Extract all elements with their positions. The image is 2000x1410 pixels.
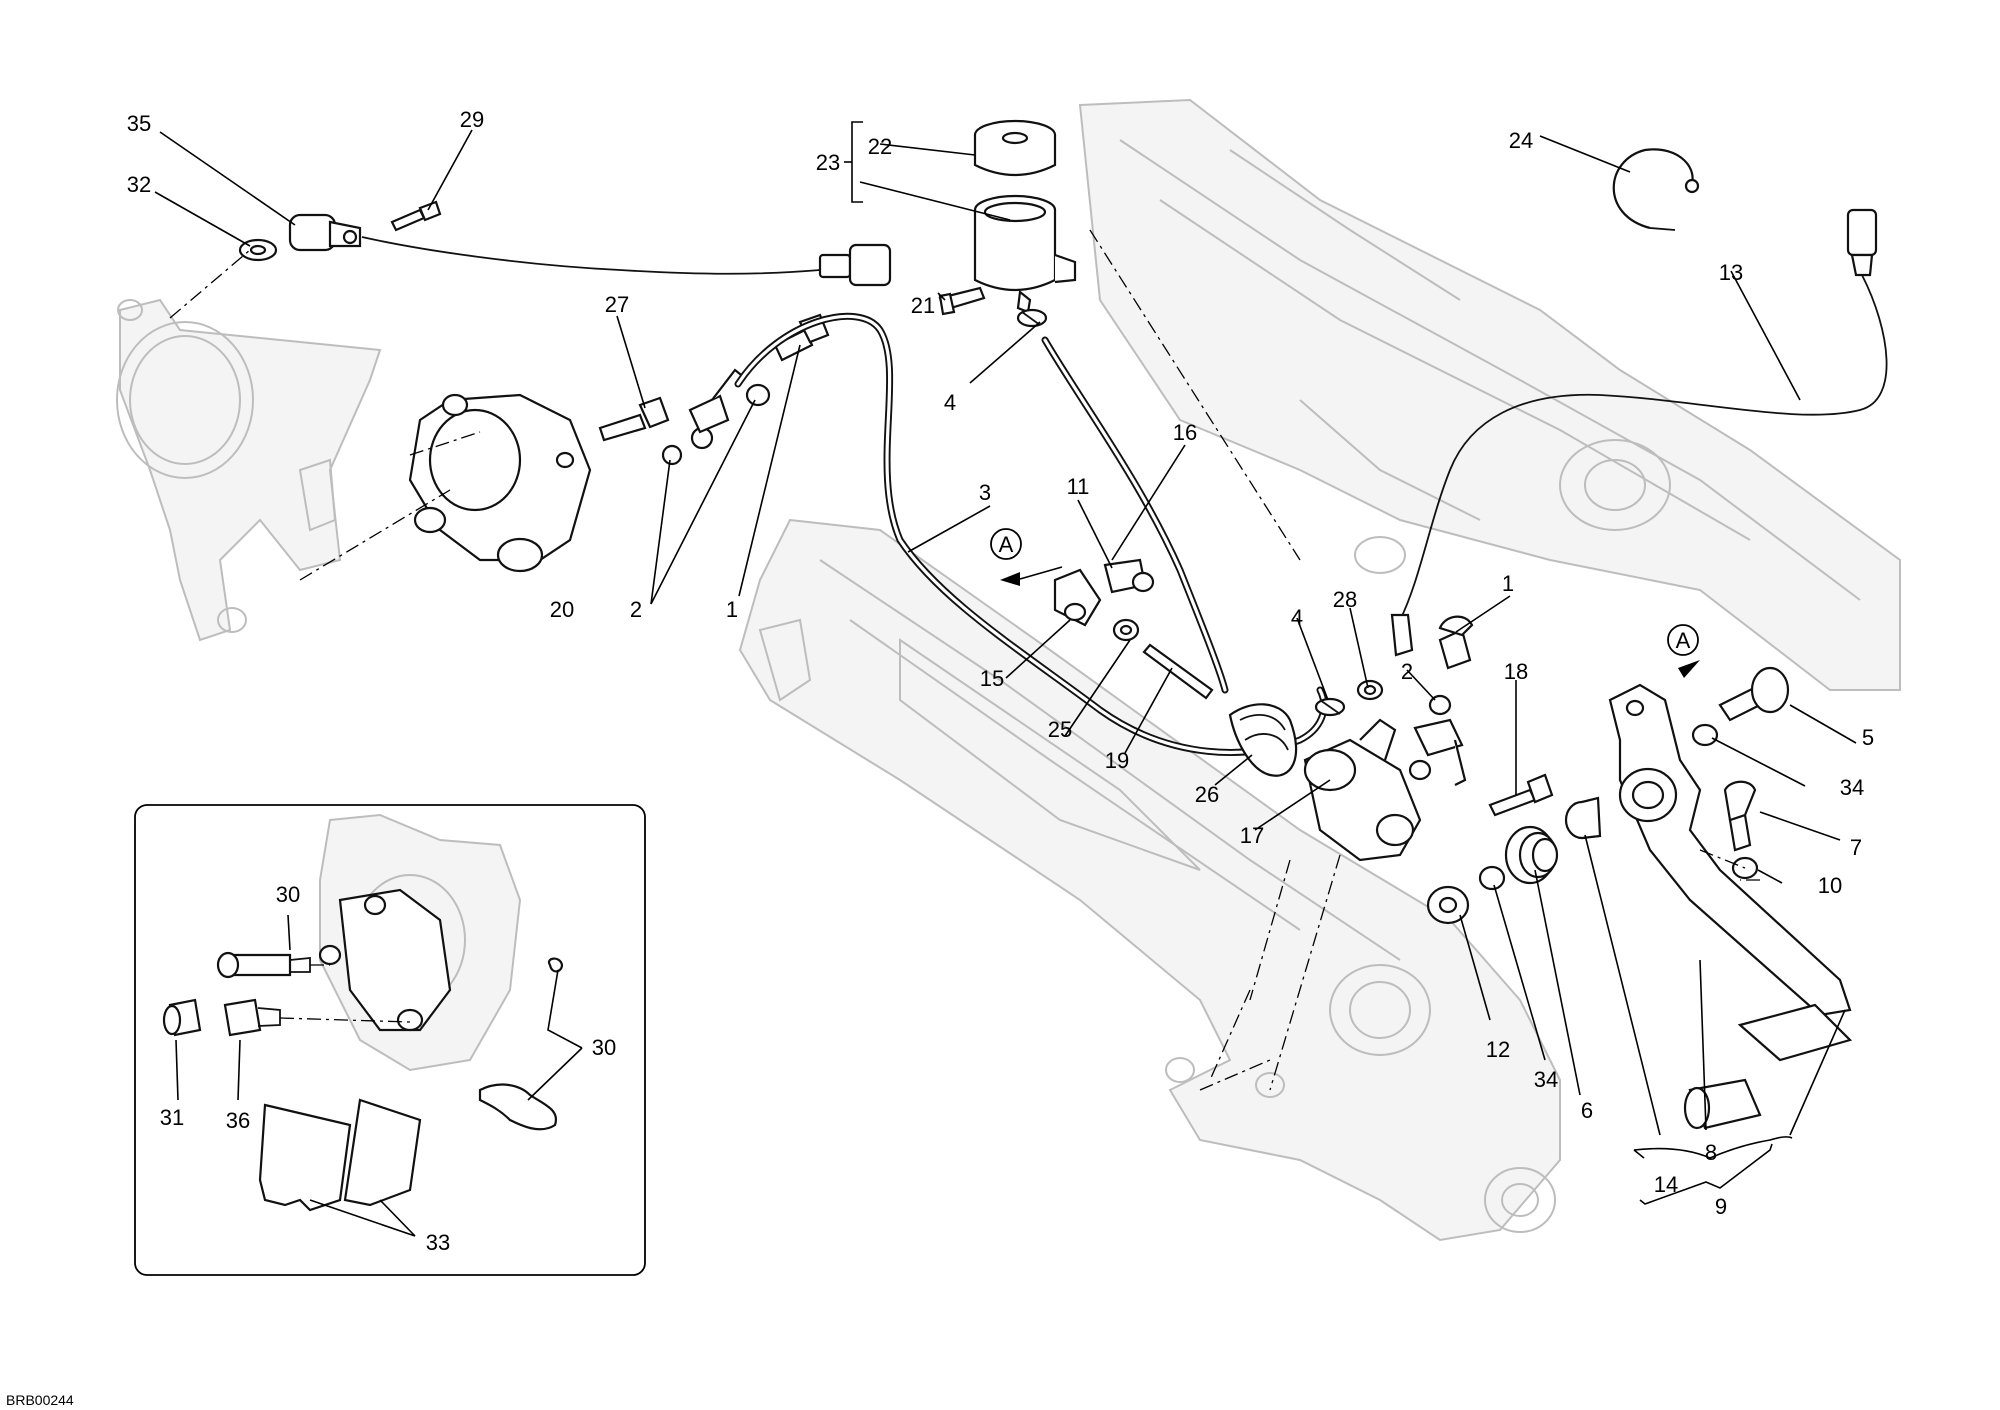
inset-detail-box (134, 804, 646, 1276)
washer-part-12 (1426, 885, 1470, 925)
callout-4-lower: 4 (1291, 605, 1303, 630)
callout-12: 12 (1486, 1037, 1510, 1062)
callout-25: 25 (1048, 717, 1072, 742)
callout-15: 15 (980, 666, 1004, 691)
clamp-part-4-upper (1016, 308, 1048, 328)
callout-27: 27 (605, 292, 629, 317)
callout-20: 20 (550, 597, 574, 622)
reservoir-cap-part-22 (973, 119, 1057, 177)
bolt-part-27 (598, 396, 670, 442)
callout-3: 3 (979, 480, 991, 505)
clevis-part-15 (1053, 568, 1102, 627)
callout-8: 8 (1705, 1140, 1717, 1165)
callout-labels: 35 29 32 27 20 2 1 3 11 16 15 25 19 26 1… (127, 107, 1874, 1255)
callout-36: 36 (226, 1108, 250, 1133)
pivot-bolt-part-5 (1718, 666, 1790, 722)
reference-marker-a-left: A (990, 528, 1063, 586)
spring-part-6 (1504, 825, 1559, 885)
svg-text:A: A (999, 532, 1014, 557)
callout-2-lower: 2 (1401, 659, 1413, 684)
footpeg-part-8 (1683, 1003, 1853, 1130)
callout-2-upper: 2 (630, 597, 642, 622)
reservoir-part-23 (973, 194, 1077, 314)
clamp-part-4-lower (1314, 697, 1346, 717)
callout-9: 9 (1715, 1194, 1727, 1219)
callout-34-lower: 34 (1534, 1067, 1558, 1092)
banjo-fitting-lower (1413, 718, 1467, 786)
circlip-part-34-lower (1478, 865, 1506, 891)
callout-34-upper: 34 (1840, 775, 1864, 800)
callout-4-upper: 4 (944, 390, 956, 415)
washer-part-28 (1356, 679, 1384, 701)
alignment-lines (169, 229, 1760, 1091)
callout-17: 17 (1240, 823, 1264, 848)
callout-21: 21 (911, 293, 935, 318)
callout-10: 10 (1818, 873, 1842, 898)
boot-part-26 (1228, 703, 1298, 777)
callout-26: 26 (1195, 782, 1219, 807)
washers-part-2-lower (1408, 694, 1452, 781)
drawing-code: BRB00244 (6, 1392, 74, 1408)
callout-35: 35 (127, 111, 151, 136)
fork-part-11 (1103, 558, 1155, 594)
leader-lines (154, 121, 1857, 1159)
callout-18: 18 (1504, 659, 1528, 684)
screw-part-21 (938, 286, 986, 316)
callout-1-upper: 1 (726, 597, 738, 622)
callout-28: 28 (1333, 587, 1357, 612)
callout-6: 6 (1581, 1098, 1593, 1123)
callout-32: 32 (127, 172, 151, 197)
callout-5: 5 (1862, 725, 1874, 750)
swingarm-ghost-outline (738, 518, 1561, 1242)
speed-sensor-part-35 (288, 213, 892, 287)
nut-part-25 (1112, 618, 1140, 642)
push-rod-part-19 (1142, 643, 1214, 700)
frame-ghost-outline (1078, 98, 1901, 691)
callout-24: 24 (1509, 128, 1533, 153)
reservoir-hose-part-16 (1041, 336, 1229, 694)
circlip-part-34-upper (1691, 723, 1719, 747)
callout-30-inset-top: 30 (276, 882, 300, 907)
callout-29: 29 (460, 107, 484, 132)
rear-brake-caliper-part-20 (408, 393, 592, 573)
callout-13: 13 (1719, 260, 1743, 285)
bushing-part-14 (1564, 796, 1602, 840)
callout-1-lower: 1 (1502, 571, 1514, 596)
callout-33: 33 (426, 1230, 450, 1255)
screw-part-29 (390, 200, 442, 232)
callout-7: 7 (1850, 835, 1862, 860)
callout-19: 19 (1105, 748, 1129, 773)
bolt-part-7 (1723, 780, 1757, 852)
banjo-bolt-part-1-lower (1438, 615, 1474, 670)
callout-22: 22 (868, 134, 892, 159)
callout-31: 31 (160, 1105, 184, 1130)
clip-part-24 (1612, 148, 1700, 231)
reference-marker-a-right: A (1667, 624, 1700, 678)
caliper-bracket (116, 298, 382, 642)
callout-30-inset-right: 30 (592, 1035, 616, 1060)
bolt-part-18 (1488, 773, 1554, 817)
brake-pedal-lever (1608, 683, 1852, 1017)
callout-16: 16 (1173, 420, 1197, 445)
stop-switch-cable-part-13 (1390, 208, 1888, 657)
callout-23: 23 (816, 150, 840, 175)
master-cylinder-part-17 (1303, 718, 1422, 862)
callout-11: 11 (1067, 474, 1090, 499)
banjo-fitting-upper (688, 368, 746, 434)
svg-text:A: A (1676, 628, 1691, 653)
group-bracket-9 (1639, 1143, 1773, 1205)
